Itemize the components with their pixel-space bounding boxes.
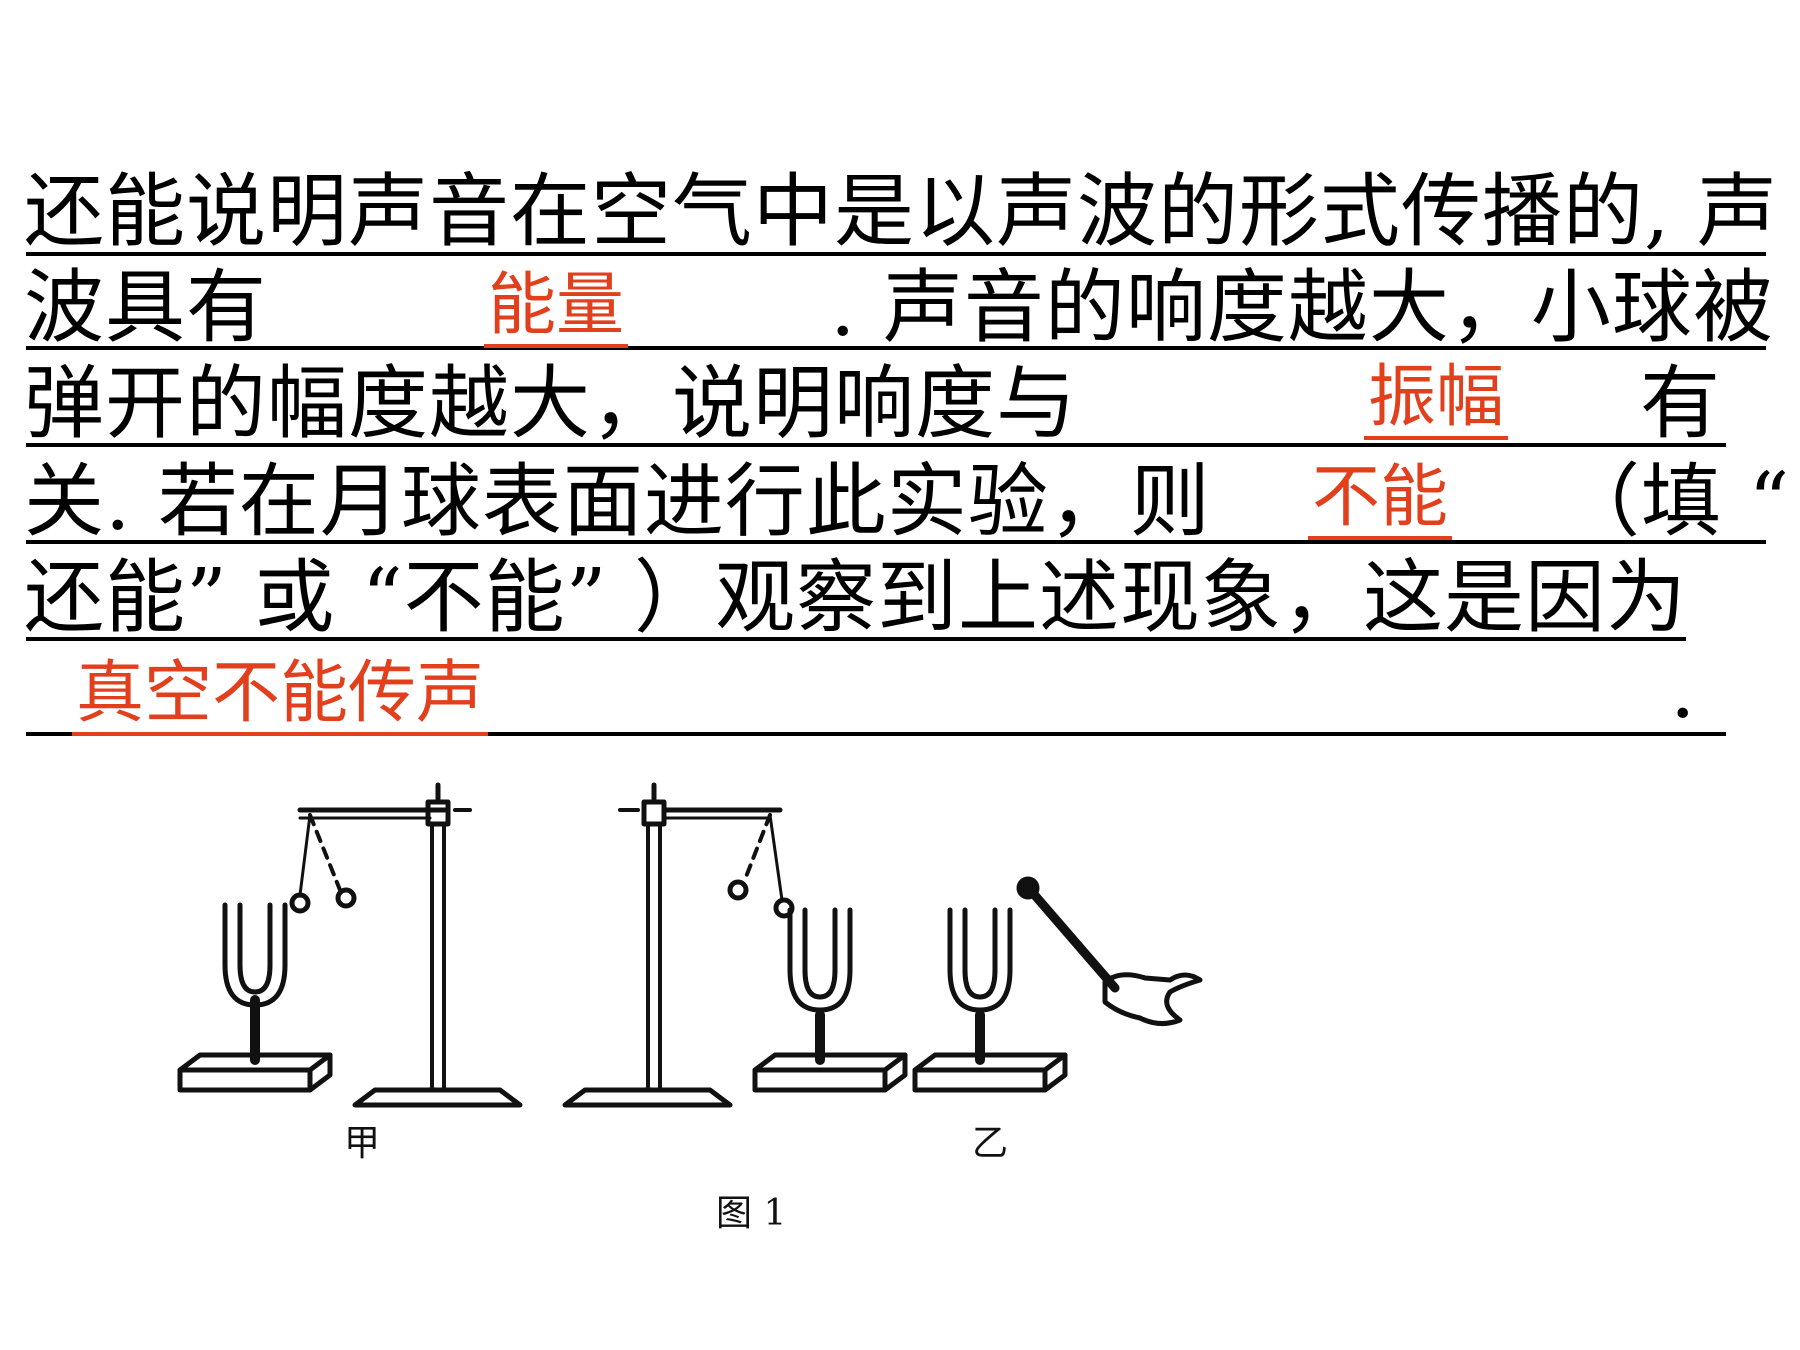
question-line-5: 还能” 或 “不能” ）观察到上述现象，这是因为 [24, 551, 1687, 644]
answer-blank-3: 不能 [1308, 464, 1453, 540]
answer-blank-4: 真空不能传声 [72, 660, 489, 736]
answer-blank-1: 能量 [484, 272, 629, 348]
question-line-1: 还能说明声音在空气中是以声波的形式传播的, 声 [24, 165, 1778, 258]
question-line-6-period: . [1670, 643, 1697, 736]
underline-6 [26, 732, 1726, 736]
underline-4 [26, 540, 1766, 544]
stand-clamp-right [641, 799, 667, 827]
question-line-4a: 关. 若在月球表面进行此实验，则 [24, 455, 1211, 548]
stand-base-left [352, 1087, 523, 1108]
tuning-fork-diagram [177, 782, 1203, 1108]
question-line-3b: 有 [1640, 357, 1721, 450]
underline-3 [26, 443, 1726, 447]
mallet-head [1016, 876, 1040, 900]
ball-left [289, 892, 311, 914]
hand-icon [1102, 972, 1203, 1026]
question-line-2b: . 声音的响度越大，小球被 [830, 261, 1774, 354]
mallet-handle [1027, 887, 1120, 993]
question-line-2a: 波具有 [24, 261, 267, 354]
stand-clamp-left [425, 799, 451, 827]
answer-blank-2: 振幅 [1364, 364, 1509, 440]
underline-2 [26, 346, 1766, 350]
tuning-fork-left [222, 902, 288, 1008]
figure-label-jia: 甲 [344, 1123, 381, 1164]
ball-right [773, 897, 795, 919]
figure-label-yi: 乙 [972, 1123, 1009, 1164]
question-line-3a: 弹开的幅度越大，说明响度与 [24, 357, 1077, 450]
underline-5 [26, 637, 1686, 641]
fork-base-struck [912, 1052, 1068, 1093]
underline-1 [26, 252, 1766, 256]
figure-caption: 图 1 [716, 1193, 787, 1234]
fork-base-left [177, 1052, 333, 1093]
question-line-4b: （填 “ [1560, 455, 1791, 548]
stand-base-right [562, 1087, 733, 1108]
fork-base-right [752, 1052, 908, 1093]
